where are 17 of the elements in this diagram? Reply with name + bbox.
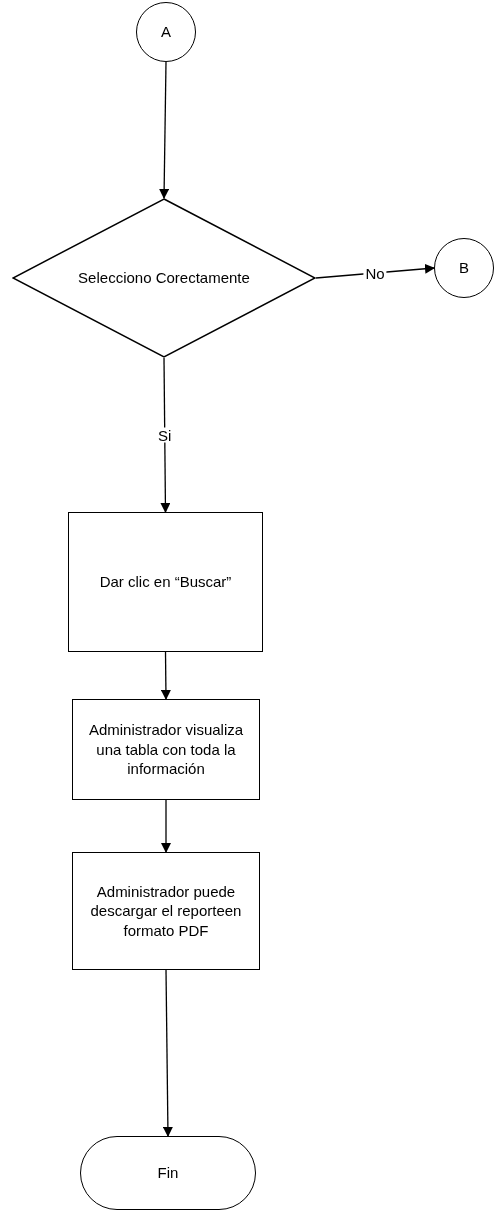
process-box bbox=[72, 852, 260, 970]
arrow bbox=[162, 969, 173, 1137]
decision-diamond bbox=[12, 198, 316, 358]
node-label: A bbox=[161, 22, 171, 42]
arrow bbox=[161, 799, 171, 853]
node-label: Administrador puede descargar el reporteen formato PDF bbox=[89, 881, 243, 941]
arrow bbox=[160, 651, 171, 700]
arrow bbox=[159, 61, 170, 199]
node-label: Fin bbox=[157, 1163, 179, 1183]
process-box bbox=[72, 699, 260, 800]
process-box bbox=[68, 512, 263, 652]
node-label: Administrador visualiza una tabla con toda la información bbox=[87, 720, 245, 779]
node-label: Dar clic en “Buscar” bbox=[98, 572, 233, 592]
node-label: B bbox=[459, 258, 469, 278]
node-label: Selecciono Corectamente bbox=[78, 268, 250, 288]
arrow bbox=[160, 357, 171, 513]
edge-label: Si bbox=[156, 427, 174, 443]
